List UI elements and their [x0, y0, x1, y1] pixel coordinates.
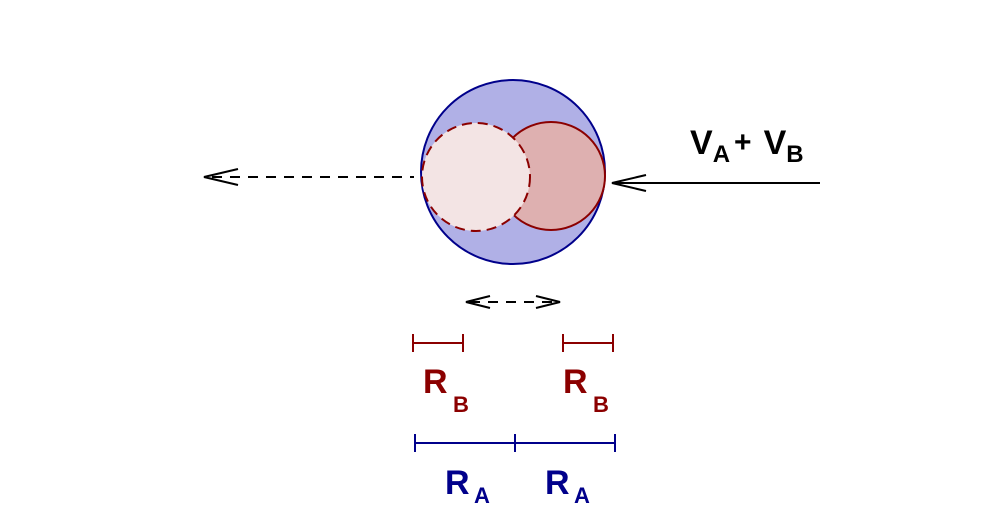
incoming-arrow: [611, 174, 820, 192]
rb-label-left: RB: [423, 363, 469, 417]
outgoing-dashed-arrow: [203, 168, 414, 186]
oscillation-arrow: [465, 295, 561, 309]
rb-label-right: RB: [563, 363, 609, 417]
rb-scale-bar-left: [412, 334, 464, 352]
ra-scale-bar: [414, 434, 616, 452]
ghost-circle-b: [421, 122, 531, 232]
velocity-label: VA+VB: [690, 124, 804, 168]
rb-scale-bar-right: [562, 334, 614, 352]
